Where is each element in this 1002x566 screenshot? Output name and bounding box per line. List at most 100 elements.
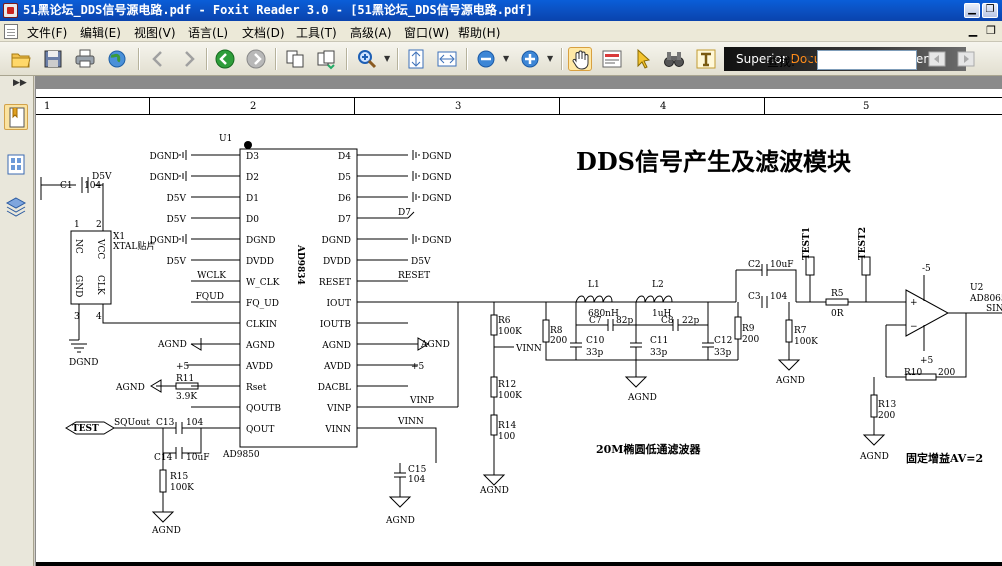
x1-pin-number: 1 xyxy=(74,220,80,230)
agnd-label: AGND xyxy=(479,486,509,496)
x1-ref: X1 xyxy=(113,232,125,242)
net-label: D5V xyxy=(167,257,187,267)
find-previous-icon xyxy=(928,51,946,67)
fit-page-button[interactable] xyxy=(404,47,428,71)
paste-pages-icon xyxy=(317,50,335,70)
fit-width-button[interactable] xyxy=(435,47,459,71)
menu-help[interactable]: 帮助(H) xyxy=(458,26,501,40)
agnd-label: AGND xyxy=(627,393,657,403)
l2-value: 1uH xyxy=(652,309,672,319)
select-tool-button[interactable] xyxy=(631,47,655,71)
find-previous-button[interactable] xyxy=(925,47,949,71)
u1-right-pins: D4 D5 D6 D7 DGND DVDD RESET IOUT IOUTB A… xyxy=(318,152,352,435)
web-button[interactable] xyxy=(105,47,129,71)
pdf-page[interactable]: 1 2 3 4 5 xyxy=(36,89,1002,566)
save-button[interactable] xyxy=(41,47,65,71)
hand-tool-button[interactable] xyxy=(568,47,592,71)
find-next-button[interactable] xyxy=(954,47,978,71)
squout-label: SQUout xyxy=(114,418,150,428)
open-folder-button[interactable] xyxy=(9,47,33,71)
menu-window[interactable]: 窗口(W) xyxy=(404,26,450,40)
vinp-label: VINP xyxy=(409,396,434,406)
u1-pin-label: DVDD xyxy=(246,257,274,267)
menu-document[interactable]: 文档(D) xyxy=(242,26,285,40)
zoom-out-button[interactable] xyxy=(474,47,498,71)
find-button[interactable] xyxy=(662,47,686,71)
zoom-in-dropdown-icon[interactable]: ▼ xyxy=(547,54,554,63)
magnifier-plus-icon xyxy=(358,50,377,69)
net-label: DGND xyxy=(422,173,452,183)
r10-ref: R10 xyxy=(904,368,923,378)
test1-label: TEST1 xyxy=(802,227,812,260)
find-next-icon xyxy=(957,51,975,67)
test-net-label: TEST xyxy=(72,424,99,434)
c8-value: 22p xyxy=(682,316,699,326)
restore-icon[interactable]: ❐ xyxy=(982,3,998,18)
menu-file[interactable]: 文件(F) xyxy=(27,26,68,40)
u1-ref: U1 xyxy=(219,134,232,144)
u1-right-nets: DGND DGND DGND D7 DGND D5V RESET xyxy=(398,152,452,281)
forward-view-button[interactable] xyxy=(244,47,268,71)
c11-value: 33p xyxy=(650,348,667,358)
plus5-label: +5 xyxy=(411,362,425,372)
snapshot-button[interactable] xyxy=(600,47,624,71)
agnd-label: AGND xyxy=(859,452,889,462)
gray-forward-icon xyxy=(246,49,266,69)
gain-caption: 固定增益AV=2 xyxy=(906,451,983,465)
thumbnails-tab[interactable] xyxy=(4,152,28,178)
menu-edit[interactable]: 编辑(E) xyxy=(80,26,121,40)
schematic-drawing: DDS信号产生及滤波模块 20M椭圆低通滤波器 固定增益AV=2 U1 AD98… xyxy=(40,134,1002,536)
layers-tab[interactable] xyxy=(4,194,28,220)
search-dropdown-icon[interactable]: ▼ xyxy=(805,54,812,63)
save-icon xyxy=(44,50,62,68)
u1-pin-label: AVDD xyxy=(323,362,351,372)
doc-restore-icon[interactable]: ❐ xyxy=(986,24,996,37)
previous-page-button[interactable] xyxy=(146,47,170,71)
next-page-button[interactable] xyxy=(177,47,201,71)
paste-button[interactable] xyxy=(314,47,338,71)
zoom-tool-dropdown-icon[interactable]: ▼ xyxy=(384,54,391,63)
bookmark-icon xyxy=(9,107,25,128)
c7-ref: C7 xyxy=(589,316,602,326)
r11-value: 3.9K xyxy=(176,392,197,402)
document-viewport[interactable]: 1 2 3 4 5 xyxy=(35,76,1002,566)
expand-panel-icon[interactable]: ▶▶ xyxy=(13,78,27,88)
copy-button[interactable] xyxy=(283,47,307,71)
u2-ref: U2 xyxy=(970,283,983,293)
zoom-level-dropdown-icon[interactable]: ▼ xyxy=(503,54,510,63)
toolbar-separator xyxy=(275,48,276,70)
net-label: DGND xyxy=(422,152,452,162)
typewriter-icon xyxy=(696,49,716,69)
menu-tools[interactable]: 工具(T) xyxy=(296,26,337,40)
menu-view[interactable]: 视图(V) xyxy=(134,26,176,40)
c12-value: 33p xyxy=(714,348,731,358)
bookmarks-tab[interactable] xyxy=(4,104,28,130)
back-view-button[interactable] xyxy=(213,47,237,71)
ruler-cell: 5 xyxy=(764,98,1002,115)
u1-pin-label: RESET xyxy=(319,278,351,288)
menu-advanced[interactable]: 高级(A) xyxy=(350,26,392,40)
side-panel-rail: ▶▶ xyxy=(0,76,34,566)
print-button[interactable] xyxy=(73,47,97,71)
zoom-in-tool-button[interactable] xyxy=(355,47,379,71)
doc-minimize-icon[interactable]: ▁ xyxy=(968,24,978,37)
x1-desc: XTAL贴片 xyxy=(113,240,155,252)
foxit-app-icon[interactable] xyxy=(3,3,18,18)
toolbar: ▼ ▼ ▼ xyxy=(0,42,1002,76)
minimize-icon[interactable]: ▁ xyxy=(964,3,980,18)
r6-ref: R6 xyxy=(498,316,511,326)
r11-ref: R11 xyxy=(176,374,194,384)
zoom-in-button[interactable] xyxy=(518,47,542,71)
fit-page-icon xyxy=(408,49,424,69)
ruler-cell: 3 xyxy=(354,98,559,115)
typewriter-button[interactable] xyxy=(694,47,718,71)
c7-value: 82p xyxy=(616,316,633,326)
search-input[interactable] xyxy=(817,50,917,70)
document-icon[interactable] xyxy=(4,24,18,39)
c14-ref: C14 xyxy=(154,453,173,463)
r10-value: 200 xyxy=(938,368,955,378)
u1-part-below: AD9850 xyxy=(222,450,260,460)
menu-language[interactable]: 语言(L) xyxy=(188,26,229,40)
l1-value: 680nH xyxy=(588,309,619,319)
schematic-border-ruler: 1 2 3 4 5 xyxy=(36,97,1002,115)
